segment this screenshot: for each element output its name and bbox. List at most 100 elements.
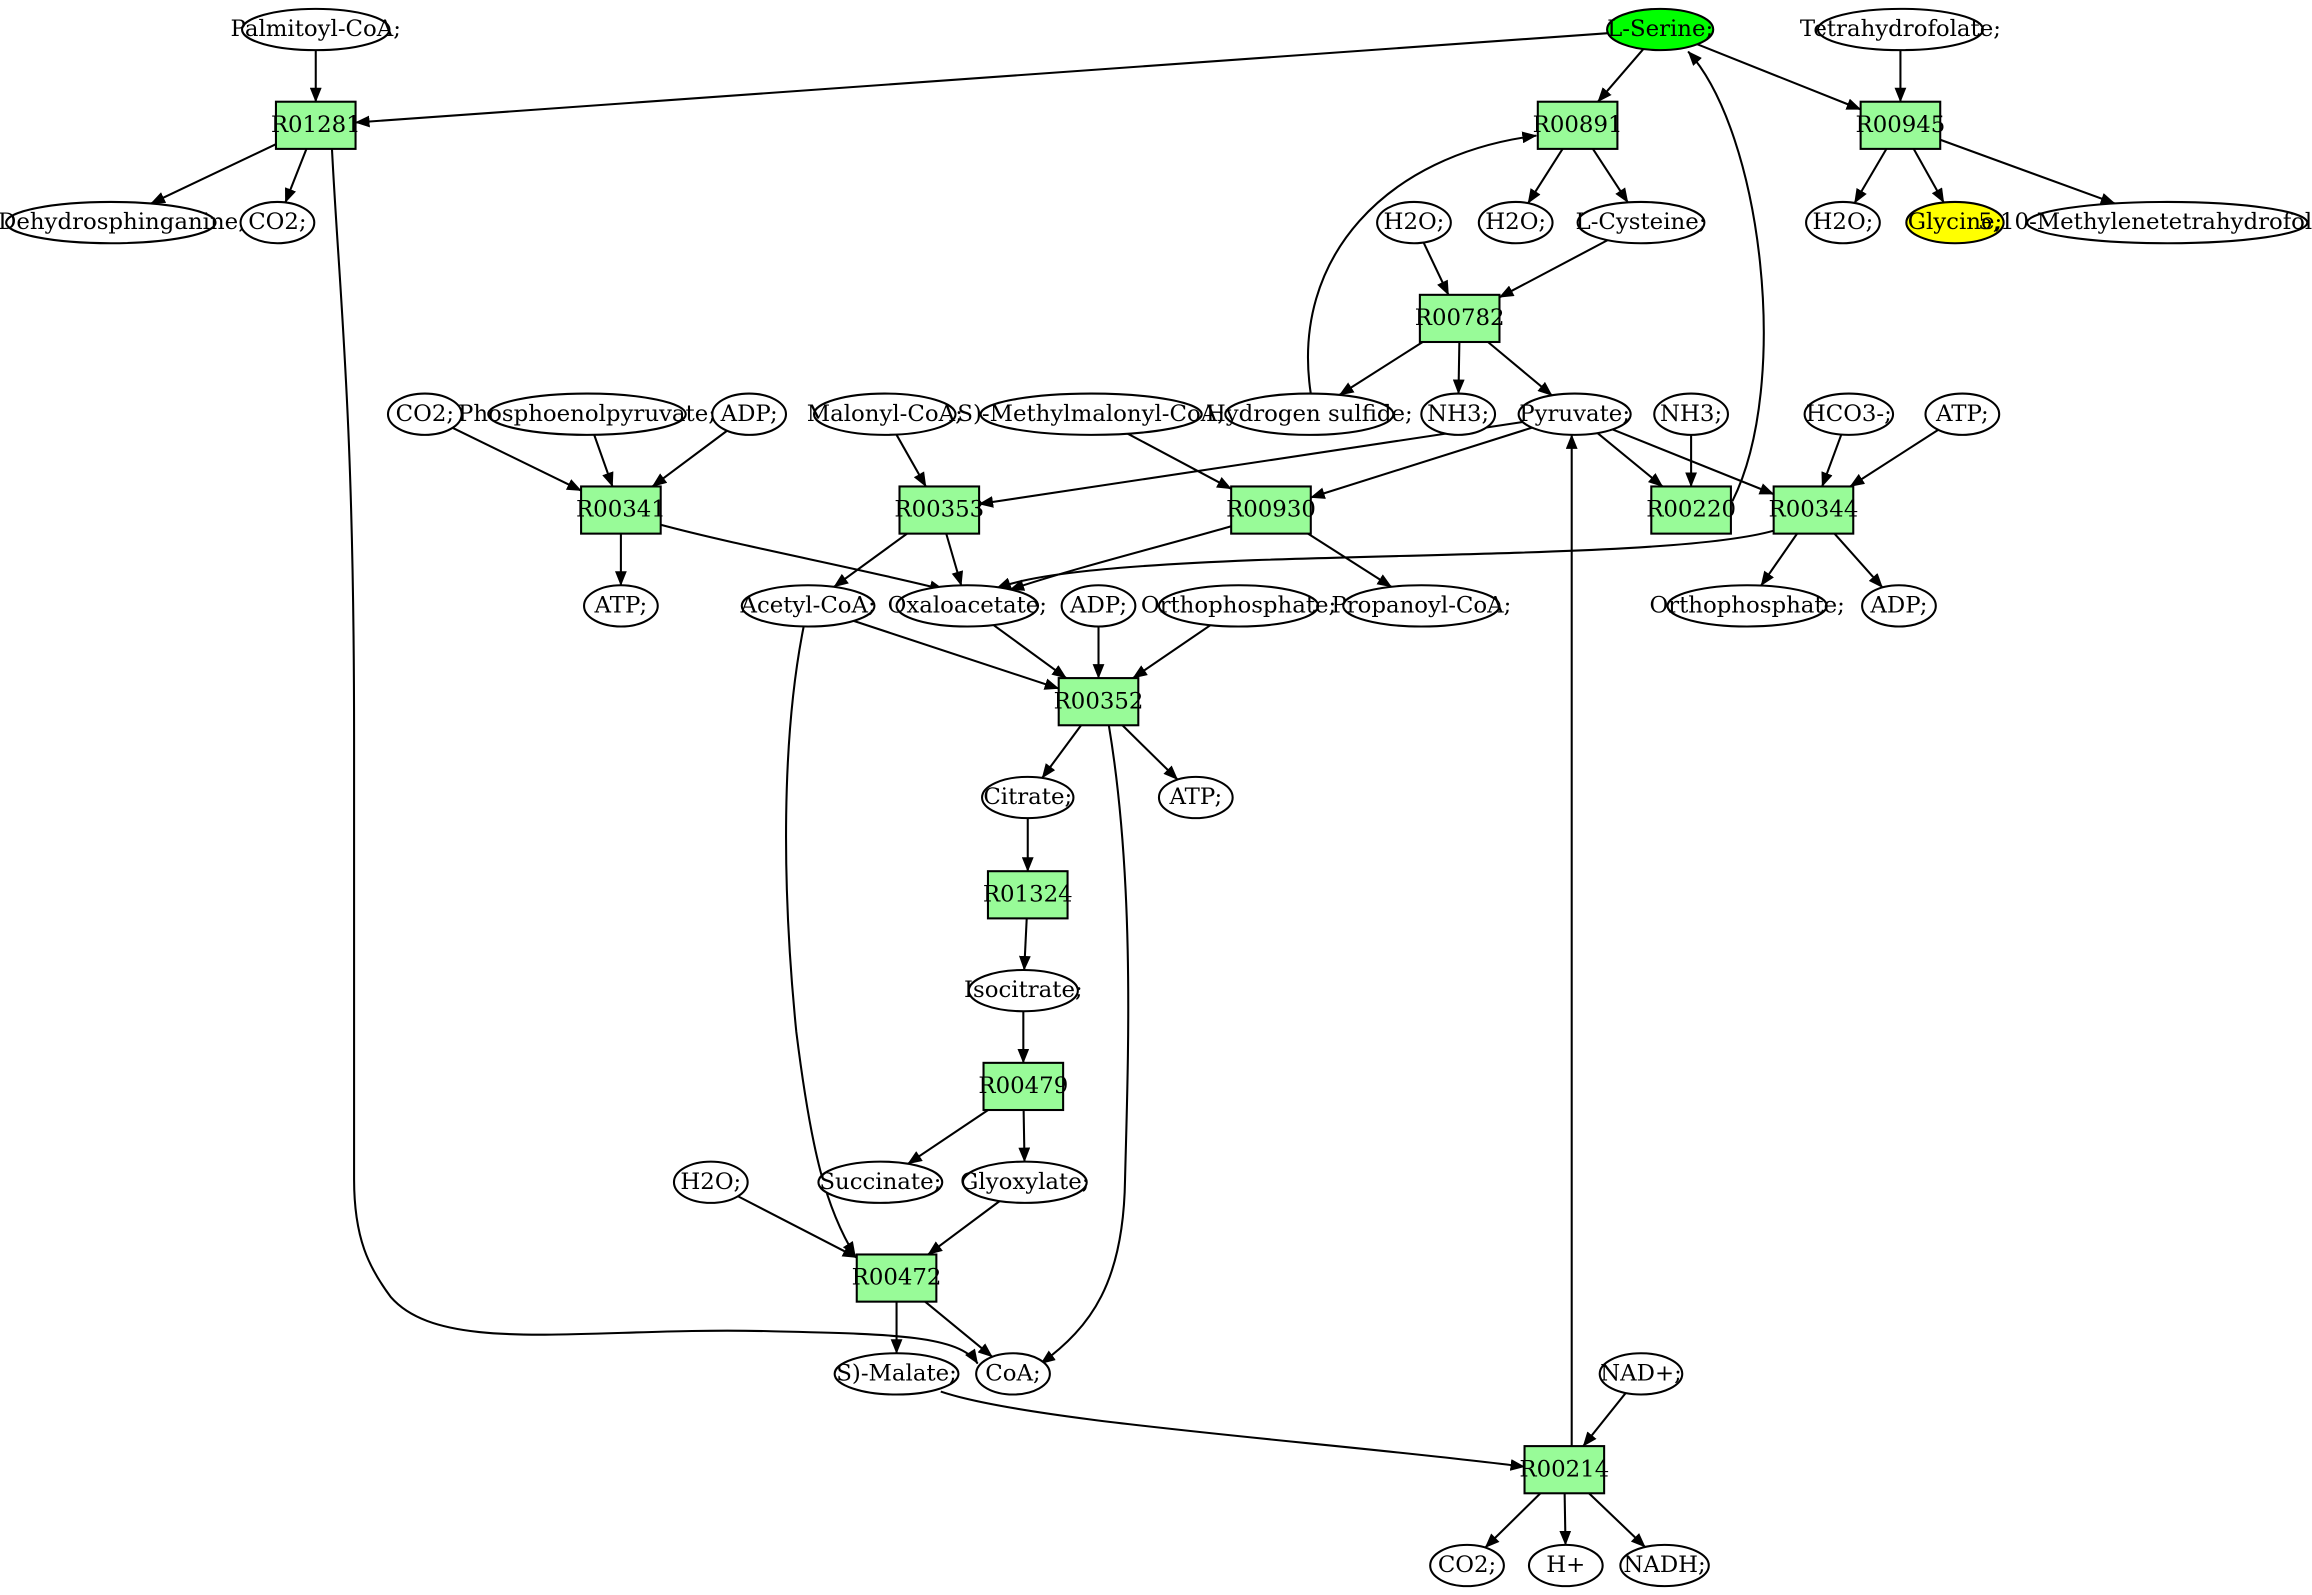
node-label: Orthophosphate; xyxy=(1141,592,1336,618)
edge-R00214-to-h-plus xyxy=(1559,1493,1572,1546)
reaction-node-r00891: R00891 xyxy=(1533,100,1623,150)
node-label: R00352 xyxy=(1054,688,1144,714)
node-label: Glyoxylate; xyxy=(960,1169,1089,1195)
edge-R00214-to-nadh xyxy=(1588,1492,1646,1548)
edge-l-serine-to-R00945 xyxy=(1696,43,1862,111)
reaction-node-r00945: R00945 xyxy=(1856,100,1945,150)
node-label: ATP; xyxy=(1935,401,1989,427)
edge-R00344-to-orthophosphate-b xyxy=(1760,533,1798,587)
node-label: H2O; xyxy=(1485,209,1546,235)
node-label: R00479 xyxy=(978,1073,1068,1099)
edge-R00479-to-glyoxylate xyxy=(1018,1109,1031,1163)
reaction-node-r00344: R00344 xyxy=(1769,485,1859,535)
node-label: ADP; xyxy=(1069,592,1127,618)
edge-pep-to-R00341 xyxy=(593,434,614,488)
edge-oxaloacetate-to-R00352 xyxy=(992,624,1067,679)
node-label: CO2; xyxy=(1438,1552,1496,1578)
metabolite-node-l-cysteine: L-Cysteine; xyxy=(1576,200,1706,245)
metabolite-node-nad: NAD+; xyxy=(1598,1352,1684,1396)
metabolite-node-h2o-d: H2O; xyxy=(672,1160,749,1204)
metabolite-node-methylene-thf: 5,10-Methylenetetrahydrofolate; xyxy=(1978,200,2312,245)
node-label: ADP; xyxy=(720,401,778,427)
node-label: NAD+; xyxy=(1600,1361,1682,1387)
node-label: Propanoyl-CoA; xyxy=(1331,592,1511,618)
node-label: Tetrahydrofolate; xyxy=(1800,16,2001,42)
edge-R00352-to-coa xyxy=(1040,725,1130,1365)
reaction-node-r00352: R00352 xyxy=(1054,677,1144,727)
edge-hco3-to-R00344 xyxy=(1821,434,1843,488)
edge-atp-a-to-R00344 xyxy=(1849,428,1939,488)
reaction-node-r01324: R01324 xyxy=(983,870,1073,920)
edge-R00344-to-oxaloacetate xyxy=(996,529,1774,590)
metabolite-node-h2o-a: H2O; xyxy=(1477,200,1554,245)
metabolite-node-orthophosphate-b: Orthophosphate; xyxy=(1649,584,1845,628)
metabolite-node-thf: Tetrahydrofolate; xyxy=(1800,7,2001,52)
metabolite-node-nh3-a: NH3; xyxy=(1420,392,1497,436)
edge-R01281-to-dehydrosphinganine xyxy=(150,143,277,205)
node-label: HCO3-; xyxy=(1806,401,1892,427)
metabolite-node-orthophosphate-a: Orthophosphate; xyxy=(1141,584,1336,628)
edge-R01281-to-coa xyxy=(330,148,979,1365)
edge-hydrogen-sulfide-to-R00891 xyxy=(1306,131,1538,394)
metabolite-node-citrate: Citrate; xyxy=(981,775,1075,820)
node-label: Succinate; xyxy=(819,1169,941,1195)
metabolite-node-s-methylmalonyl-coa: S)-Methylmalonyl-CoA; xyxy=(957,392,1225,436)
node-label: NADH; xyxy=(1623,1552,1705,1578)
edge-co2-b-to-R00341 xyxy=(452,426,582,492)
metabolite-node-pyruvate: Pyruvate; xyxy=(1517,392,1632,436)
edge-R00930-to-propanoyl-coa xyxy=(1307,532,1393,588)
edge-R00891-to-l-cysteine xyxy=(1592,148,1629,204)
reaction-node-r00782: R00782 xyxy=(1415,293,1505,344)
node-label: S)-Malate; xyxy=(836,1361,957,1387)
metabolite-node-co2-a: CO2; xyxy=(239,200,316,245)
node-label: CO2; xyxy=(396,401,454,427)
node-label: R01324 xyxy=(983,881,1073,907)
metabolite-node-acetyl-coa: Acetyl-CoA; xyxy=(739,584,876,628)
node-label: Phosphoenolpyruvate; xyxy=(458,401,716,427)
edge-R00220-to-l-serine xyxy=(1687,50,1765,502)
metabolite-node-malonyl-coa: Malonyl-CoA; xyxy=(807,392,963,436)
metabolite-node-dehydrosphinganine: 3-Dehydrosphinganine; xyxy=(0,200,246,245)
node-label: R00930 xyxy=(1226,497,1316,523)
node-label: R00214 xyxy=(1519,1456,1609,1482)
metabolite-node-co2-b: CO2; xyxy=(386,392,463,436)
node-label: ATP; xyxy=(1168,784,1222,810)
edge-s-methylmalonyl-coa-to-R00930 xyxy=(1127,432,1232,490)
edge-h2o-d-to-R00472 xyxy=(737,1195,858,1259)
edge-R00891-to-h2o-a xyxy=(1527,148,1564,204)
node-label: R01281 xyxy=(271,112,361,138)
node-label: R00220 xyxy=(1646,497,1736,523)
edge-R00472-to-coa xyxy=(924,1300,993,1358)
metabolite-node-l-serine: L-Serine; xyxy=(1606,7,1715,52)
metabolite-node-nadh: NADH; xyxy=(1619,1543,1710,1588)
node-label: R00472 xyxy=(852,1265,942,1291)
node-label: R00344 xyxy=(1769,497,1859,523)
edge-R00930-to-oxaloacetate xyxy=(1009,525,1232,591)
edge-R00214-to-co2-c xyxy=(1484,1492,1542,1549)
reaction-node-r00479: R00479 xyxy=(978,1061,1068,1112)
node-label: Acetyl-CoA; xyxy=(739,592,875,618)
edge-R00352-to-citrate xyxy=(1041,724,1082,779)
reaction-node-r00341: R00341 xyxy=(576,485,666,535)
edge-nad-to-R00214 xyxy=(1582,1392,1627,1447)
node-label: H2O; xyxy=(1813,209,1874,235)
node-label: CO2; xyxy=(248,209,306,235)
node-label: Orthophosphate; xyxy=(1649,592,1844,618)
metabolite-node-succinate: Succinate; xyxy=(817,1160,944,1204)
metabolite-node-pep: Phosphoenolpyruvate; xyxy=(458,392,716,436)
node-label: R00891 xyxy=(1533,112,1623,138)
metabolite-node-nh3-b: NH3; xyxy=(1653,392,1729,436)
metabolite-node-hydrogen-sulfide: Hydrogen sulfide; xyxy=(1206,392,1413,436)
metabolite-node-coa: CoA; xyxy=(975,1352,1051,1396)
node-label: Citrate; xyxy=(983,784,1072,810)
node-label: Pyruvate; xyxy=(1519,401,1630,427)
edge-h2o-b-to-R00782 xyxy=(1422,242,1450,296)
edge-R00352-to-atp-c xyxy=(1121,724,1179,781)
metabolite-node-isocitrate: Isocitrate; xyxy=(964,968,1083,1013)
edge-pyruvate-to-R00344 xyxy=(1612,428,1775,496)
node-label: Glycine; xyxy=(1908,209,2002,235)
node-label: Malonyl-CoA; xyxy=(807,401,963,427)
edge-R00945-to-methylene-thf xyxy=(1939,138,2116,205)
node-label: ADP; xyxy=(1869,592,1927,618)
reaction-node-r00220: R00220 xyxy=(1646,485,1736,535)
